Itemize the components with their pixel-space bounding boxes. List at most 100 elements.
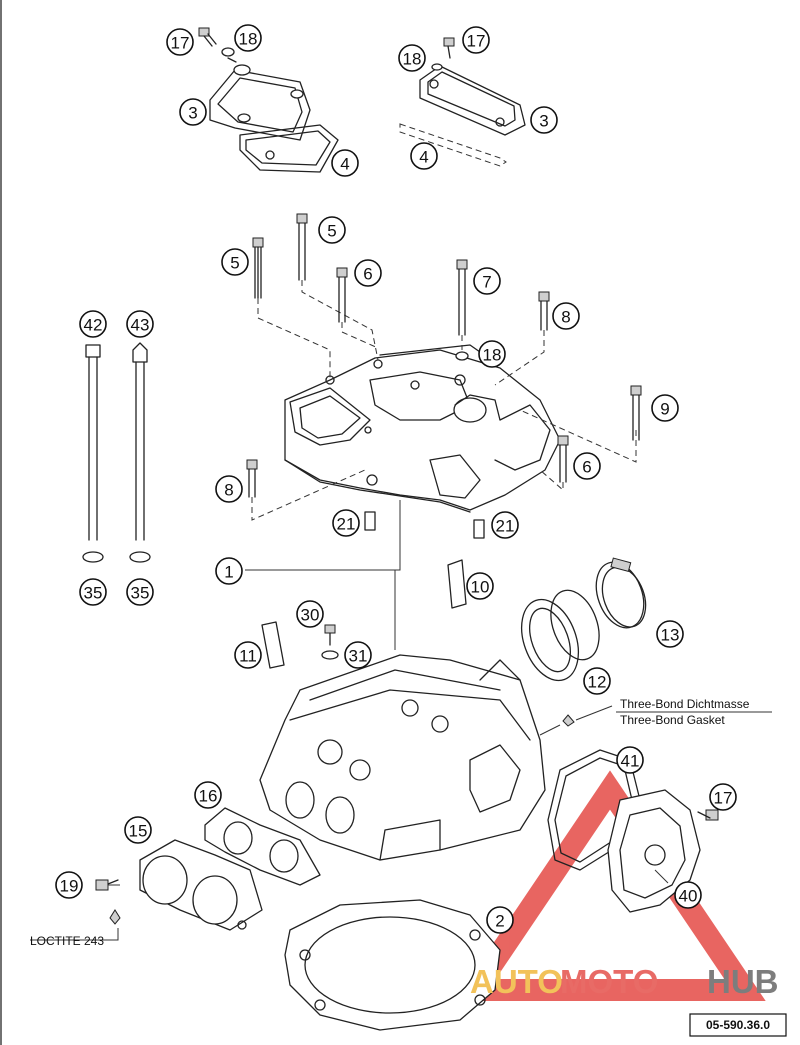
bolt-9 [630, 385, 642, 441]
callout-42: 42 [79, 310, 107, 338]
assembly-leaders [245, 280, 637, 650]
callout-17: 17 [462, 26, 490, 54]
intake-flange-15 [139, 839, 263, 931]
bolt-5-right [296, 213, 308, 281]
callout-number: 17 [171, 34, 190, 53]
callout-number: 17 [467, 32, 486, 51]
callout-18: 18 [234, 24, 262, 52]
callout-12: 12 [583, 667, 611, 695]
callout-40: 40 [674, 881, 702, 909]
valve-guide-10 [447, 559, 467, 609]
bolt-6-upper [336, 267, 348, 323]
callout-10: 10 [466, 572, 494, 600]
callout-number: 6 [582, 458, 591, 477]
callout-number: 43 [131, 316, 150, 335]
manifold-gasket-16 [204, 807, 321, 886]
callout-number: 5 [327, 222, 336, 241]
callout-number: 15 [129, 822, 148, 841]
callout-number: 18 [403, 50, 422, 69]
bolt-5-left [252, 237, 264, 299]
callout-number: 2 [495, 912, 504, 931]
bolt-8-lower [246, 459, 258, 498]
callout-number: 40 [679, 887, 698, 906]
watermark-part-c: HUB [707, 963, 779, 1000]
callout-35: 35 [79, 578, 107, 606]
callout-3: 3 [530, 106, 558, 134]
stud-43 [129, 342, 151, 563]
callout-2: 2 [486, 906, 514, 934]
callout-11: 11 [234, 641, 262, 669]
callout-41: 41 [616, 746, 644, 774]
callout-number: 13 [661, 626, 680, 645]
bolt-17-right [697, 809, 719, 821]
watermark-logo: AUTO MOTO HUB [470, 963, 779, 1000]
callout-21: 21 [491, 511, 519, 539]
note-sealant-de: Three-Bond Dichtmasse [620, 697, 750, 711]
callout-31: 31 [344, 641, 372, 669]
valve-guide-11 [261, 621, 285, 669]
callout-30: 30 [296, 600, 324, 628]
callout-number: 10 [471, 578, 490, 597]
cylinder-head [259, 654, 561, 861]
diagram-code: 05-590.36.0 [706, 1018, 770, 1032]
callout-number: 9 [660, 400, 669, 419]
sealant-leader [575, 705, 613, 721]
callout-19: 19 [55, 871, 83, 899]
valve-cover-left [209, 57, 339, 173]
dowel-21-left [364, 511, 376, 531]
callout-8: 8 [552, 302, 580, 330]
callout-5: 5 [318, 216, 346, 244]
callout-leaders [108, 869, 669, 886]
hose-clamp-13 [595, 557, 647, 629]
callout-3: 3 [179, 98, 207, 126]
screw-30 [321, 624, 339, 660]
note-sealant-en: Three-Bond Gasket [620, 713, 725, 727]
callout-15: 15 [124, 816, 152, 844]
callout-number: 16 [199, 787, 218, 806]
watermark-part-b: MOTO [560, 963, 658, 1000]
callout-number: 35 [131, 584, 150, 603]
stud-42 [82, 344, 104, 563]
callout-4: 4 [331, 149, 359, 177]
head-gasket-2 [284, 899, 501, 1031]
callout-number: 6 [363, 265, 372, 284]
callout-8: 8 [215, 475, 243, 503]
callout-35: 35 [126, 578, 154, 606]
intake-boot-12 [521, 589, 600, 682]
diagram-code-box [689, 1013, 787, 1037]
callout-number: 17 [714, 789, 733, 808]
callout-number: 4 [419, 148, 428, 167]
callout-number: 1 [224, 563, 233, 582]
callout-number: 19 [60, 877, 79, 896]
callout-number: 12 [588, 673, 607, 692]
callout-number: 35 [84, 584, 103, 603]
callout-number: 3 [539, 112, 548, 131]
callout-number: 4 [340, 155, 349, 174]
callout-number: 31 [349, 647, 368, 666]
callout-number: 41 [621, 752, 640, 771]
sealant-drop [562, 714, 575, 727]
callout-18: 18 [478, 340, 506, 368]
callout-number: 7 [482, 273, 491, 292]
callout-number: 8 [561, 308, 570, 327]
bolt-17-top-left [198, 27, 235, 57]
callout-number: 3 [188, 104, 197, 123]
callout-4: 4 [410, 142, 438, 170]
callout-17: 17 [709, 783, 737, 811]
callout-17: 17 [166, 28, 194, 56]
watermark-part-a: AUTO [470, 963, 563, 1000]
callout-number: 30 [301, 606, 320, 625]
callout-number: 21 [337, 515, 356, 534]
callout-number: 5 [230, 254, 239, 273]
callout-43: 43 [126, 310, 154, 338]
callout-number: 8 [224, 481, 233, 500]
bolt-6-lower [557, 435, 569, 483]
dowel-21-right [473, 519, 485, 539]
callout-1: 1 [215, 557, 243, 585]
note-loctite: LOCTITE 243 [30, 934, 104, 948]
callout-number: 42 [84, 316, 103, 335]
callout-6: 6 [573, 452, 601, 480]
